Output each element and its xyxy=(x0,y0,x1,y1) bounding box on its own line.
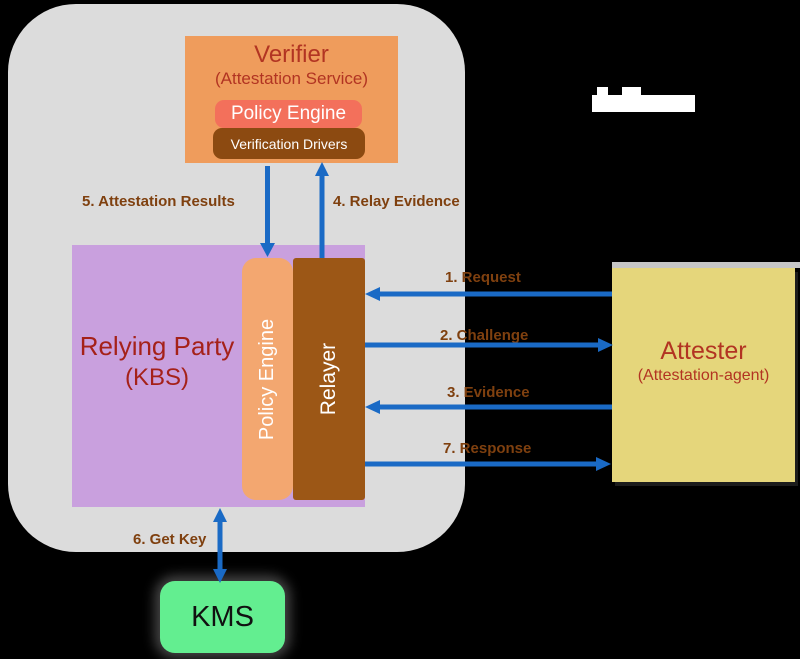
verification-drivers-box: Verification Drivers xyxy=(213,128,365,159)
verifier-title: Verifier xyxy=(254,41,329,68)
label-attestation-results: 5. Attestation Results xyxy=(82,193,235,210)
relying-party-policy-engine-box: Policy Engine xyxy=(242,258,293,500)
arrow-challenge-head xyxy=(598,338,613,352)
verifier-policy-engine-label: Policy Engine xyxy=(230,103,347,124)
white-smudge-artifact-bump xyxy=(622,87,641,96)
label-evidence: 3. Evidence xyxy=(447,384,530,401)
verifier-box: Verifier (Attestation Service) Policy En… xyxy=(185,36,398,163)
relying-party-box: Relying Party (KBS) Policy Engine Relaye… xyxy=(72,245,365,507)
label-response: 7. Response xyxy=(443,440,532,457)
attester-subtitle: (Attestation-agent) xyxy=(637,367,770,384)
relying-party-text: Relying Party (KBS) xyxy=(72,330,242,394)
verifier-policy-engine-box: Policy Engine xyxy=(215,100,362,128)
label-request: 1. Request xyxy=(445,269,521,286)
relying-party-title: Relying Party xyxy=(79,331,235,361)
white-smudge-artifact xyxy=(592,95,695,112)
relayer-box: Relayer xyxy=(293,258,365,500)
white-smudge-artifact-bump xyxy=(597,87,608,96)
arrow-response-head xyxy=(596,457,611,471)
label-get-key: 6. Get Key xyxy=(133,531,207,548)
label-challenge: 2. Challenge xyxy=(440,327,529,344)
relying-party-subtitle: (KBS) xyxy=(124,364,189,391)
label-relay-evidence: 4. Relay Evidence xyxy=(333,193,460,210)
verifier-subtitle: (Attestation Service) xyxy=(214,69,369,88)
kms-label: KMS xyxy=(191,600,254,633)
attester-title: Attester xyxy=(660,337,747,365)
relayer-label: Relayer xyxy=(317,342,340,416)
attester-box: Attester (Attestation-agent) xyxy=(612,268,795,482)
relying-party-policy-engine-label: Policy Engine xyxy=(256,318,278,440)
attester-top-strip xyxy=(612,262,800,268)
kms-box: KMS xyxy=(160,581,285,653)
verification-drivers-label: Verification Drivers xyxy=(230,135,348,152)
